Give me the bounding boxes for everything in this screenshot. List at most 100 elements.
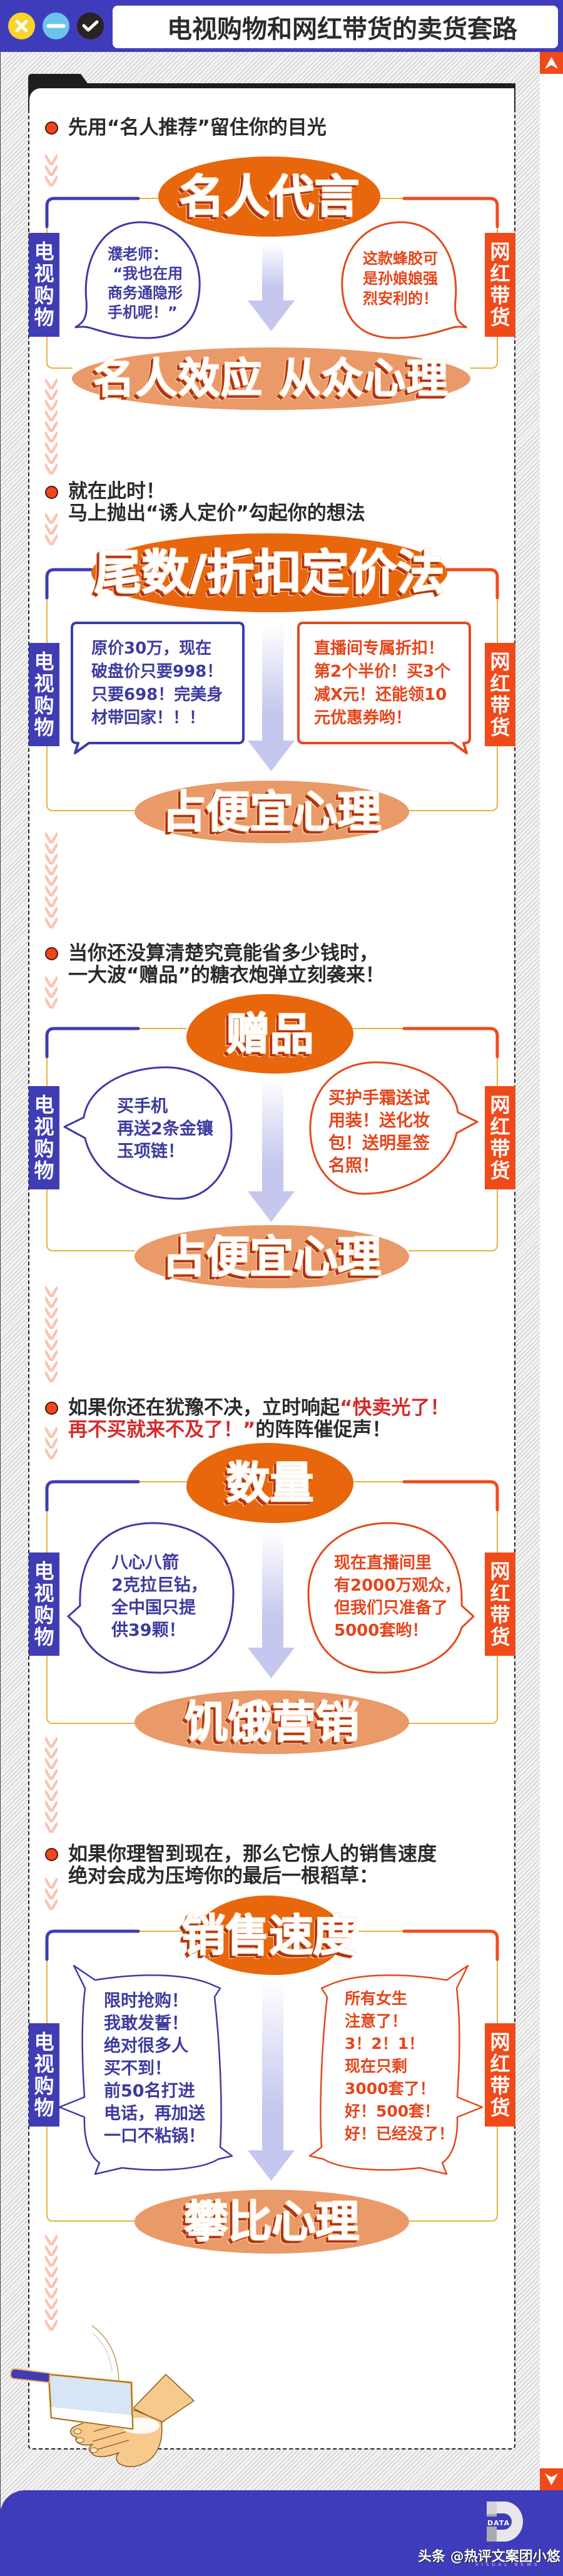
tactic-label: 数量	[226, 1457, 314, 1509]
hand-chop-illustration	[9, 2325, 195, 2468]
close-button[interactable]	[8, 13, 35, 39]
folder-right-border	[514, 83, 515, 111]
close-icon	[15, 19, 28, 33]
bullet-dot	[45, 486, 58, 499]
window-edge	[0, 0, 1, 2576]
title-bar: 电视购物和网红带货的卖货套路	[0, 0, 563, 52]
section-intro: 就在此时！ 马上抛出“诱人定价”勾起你的想法	[68, 481, 365, 525]
urgent-highlight: “快卖光了！	[340, 1397, 450, 1419]
intro-line: 绝对会成为压垮你的最后一根稻草：	[68, 1865, 378, 1887]
chevron-up-icon	[545, 57, 558, 69]
urgent-highlight: 再不买就来不及了！”	[68, 1419, 256, 1441]
tag-label: 电视购物	[34, 2029, 54, 2120]
psychology-label: 饥饿营销	[184, 1696, 360, 1748]
psychology-badge: 占便宜心理	[134, 1225, 409, 1288]
chevron-down-decoration	[45, 1427, 58, 1459]
data-logo-icon	[487, 2502, 523, 2542]
influencer-tag: 网红带货	[485, 643, 515, 746]
tactic-badge: 赠品	[186, 994, 353, 1074]
tag-label: 电视购物	[34, 1559, 54, 1649]
flow-arrow-shaft	[262, 1079, 283, 1193]
influencer-tag: 网红带货	[485, 233, 515, 337]
tag-label: 网红带货	[490, 240, 510, 329]
logo-text: DATA	[487, 2519, 510, 2527]
tag-label: 网红带货	[490, 2029, 510, 2120]
intro-line: 就在此时！	[68, 480, 165, 503]
tag-label: 电视购物	[34, 649, 54, 739]
tactic-label: 销售速度	[181, 1909, 357, 1961]
chevron-down-decoration	[45, 833, 58, 928]
title-box: 电视购物和网红带货的卖货套路	[113, 6, 558, 48]
tactic-badge: 尾数/折扣定价法	[91, 533, 447, 612]
chevron-down-decoration	[45, 2235, 58, 2331]
minimize-button[interactable]	[43, 13, 69, 39]
chevron-down-decoration	[45, 977, 58, 1008]
tv-shopping-quote: 原价30万，现在 破盘价只要998！ 只要698！完美身 材带回家！！！	[91, 639, 223, 727]
scroll-down-button[interactable]	[540, 2468, 563, 2490]
influencer-quote: 这款蜂胶可 是孙娘娘强 烈安利的！	[363, 250, 438, 307]
tv-shopping-tag: 电视购物	[29, 1552, 59, 1656]
chevron-down-decoration	[45, 513, 58, 545]
confirm-button[interactable]	[77, 13, 104, 39]
intro-line: 如果你理智到现在，那么它惊人的销售速度	[68, 1843, 437, 1865]
tactic-badge: 名人代言	[158, 157, 380, 237]
tv-shopping-tag: 电视购物	[29, 1086, 59, 1189]
intro-line: 如果你还在犹豫不决，立时响起“快卖光了！	[68, 1397, 449, 1419]
tag-label: 网红带货	[490, 1559, 510, 1649]
psychology-label: 占便宜心理	[162, 1231, 382, 1283]
scrollbar-track[interactable]	[540, 52, 563, 2490]
tv-shopping-tag: 电视购物	[29, 233, 59, 337]
footer-bar	[0, 2490, 563, 2576]
psychology-label: 名人效应 从众心理	[93, 354, 449, 403]
tag-label: 网红带货	[490, 649, 510, 739]
tactic-label: 名人代言	[179, 170, 360, 223]
page-title: 电视购物和网红带货的卖货套路	[167, 15, 517, 44]
intro-line: 马上抛出“诱人定价”勾起你的想法	[68, 502, 365, 525]
chevron-down-decoration	[45, 1878, 58, 1910]
psychology-badge: 占便宜心理	[134, 781, 409, 843]
scroll-up-button[interactable]	[540, 52, 563, 74]
tag-label: 网红带货	[490, 1092, 510, 1183]
tv-shopping-quote: 限时抢购！ 我敢发誓！ 绝对很多人 买不到！ 前50名打进 电话，再加送 一口不…	[104, 1991, 205, 2146]
tv-shopping-tag: 电视购物	[29, 2023, 59, 2127]
intro-text: 如果你还在犹豫不决，立时响起	[68, 1397, 340, 1419]
section-intro: 如果你还在犹豫不决，立时响起“快卖光了！ 再不买就来不及了！”的阵阵催促声！	[68, 1397, 449, 1441]
watermark: 头条 @热评文案团小悠	[418, 2549, 560, 2565]
section-intro: 当你还没算清楚究竟能省多少钱时， 一大波“赠品”的糖衣炮弹立刻袭来！	[68, 943, 385, 987]
folder-top-border	[28, 83, 515, 89]
bullet-dot	[45, 121, 58, 135]
psychology-badge: 名人效应 从众心理	[72, 347, 470, 410]
check-icon	[82, 20, 99, 32]
influencer-tag: 网红带货	[485, 2023, 515, 2127]
minimize-icon	[46, 24, 66, 28]
tactic-badge: 数量	[186, 1443, 353, 1523]
influencer-quote: 现在直播间里 有2000万观众， 但我们只准备了 5000套哟！	[334, 1554, 461, 1640]
tactic-badge: 销售速度	[182, 1896, 357, 1975]
chevron-down-decoration	[45, 379, 58, 475]
section-intro: 先用“名人推荐”留住你的目光	[68, 117, 327, 139]
tactic-label: 尾数/折扣定价法	[94, 545, 445, 600]
section-intro: 如果你理智到现在，那么它惊人的销售速度 绝对会成为压垮你的最后一根稻草：	[68, 1844, 437, 1887]
chevron-down-decoration	[45, 155, 58, 187]
influencer-quote: 所有女生 注意了！ 3！2！1！ 现在只剩 3000套了！ 好！500套！ 好！…	[345, 1989, 455, 2143]
bullet-dot	[45, 947, 58, 960]
intro-line: 先用“名人推荐”留住你的目光	[68, 116, 327, 139]
logo-tagline: VISUAL NEWS	[475, 2562, 540, 2567]
tag-label: 电视购物	[34, 240, 54, 329]
bullet-dot	[45, 1402, 58, 1415]
psychology-label: 攀比心理	[184, 2196, 360, 2247]
intro-line: 一大波“赠品”的糖衣炮弹立刻袭来！	[68, 964, 385, 987]
tv-shopping-quote: 濮老师： “我也在用 商务通隐形 手机呢！”	[108, 245, 183, 321]
flow-arrow-shaft	[262, 244, 283, 302]
influencer-quote: 买护手霜送试 用装！送化妆 包！送明星签 名照！	[328, 1089, 430, 1176]
chevron-down-icon	[545, 2473, 558, 2485]
influencer-tag: 网红带货	[485, 1552, 515, 1656]
psychology-label: 占便宜心理	[162, 786, 382, 838]
influencer-quote: 直播间专属折扣！ 第2个半价！买3个 减X元！还能领10 元优惠券哟！	[314, 639, 451, 727]
psychology-badge: 饥饿营销	[134, 1690, 409, 1754]
chevron-down-decoration	[45, 1286, 58, 1382]
bullet-dot	[45, 1848, 58, 1861]
tv-shopping-quote: 买手机 再送2条金镶 玉项链！	[117, 1097, 213, 1161]
chevron-down-decoration	[45, 1737, 58, 1833]
